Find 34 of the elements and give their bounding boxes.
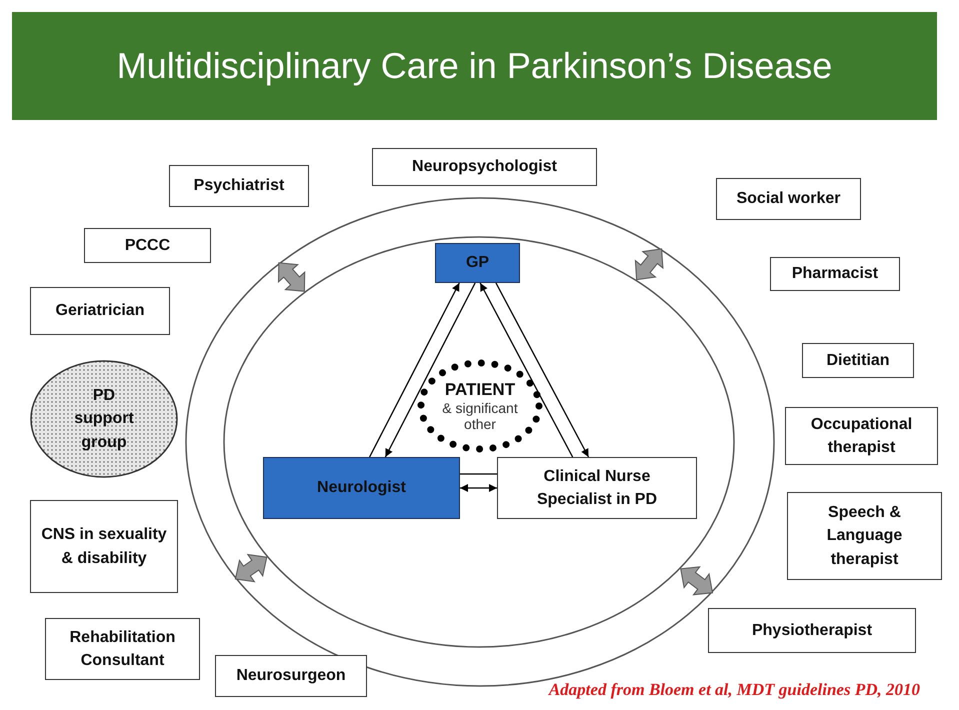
arrow [460, 484, 497, 492]
node-label: PATIENT [444, 380, 516, 400]
node-sublabel: & significant other [441, 400, 519, 432]
role-box: Dietitian [802, 343, 914, 378]
double-arrow [634, 248, 664, 280]
inner-ring-ellipse [223, 236, 735, 648]
role-box: Clinical Nurse Specialist in PD [497, 457, 697, 519]
role-box: Physiotherapist [708, 608, 916, 653]
neurologist-box: Neurologist [263, 457, 460, 519]
role-box: Psychiatrist [169, 165, 309, 207]
role-box: PCCC [84, 228, 211, 263]
title-banner: Multidisciplinary Care in Parkinson’s Disease [12, 12, 937, 120]
double-arrow [278, 262, 306, 292]
node-label: PD support group [73, 386, 135, 453]
support-group-ellipse [30, 360, 178, 478]
role-box: Neuropsychologist [372, 148, 597, 186]
arrow [480, 282, 574, 458]
role-box: Social worker [716, 178, 861, 220]
connector-line [460, 473, 497, 475]
role-box: Pharmacist [770, 257, 900, 291]
arrow [369, 282, 460, 458]
source-note: Adapted from Bloem et al, MDT guidelines PD, 2010 [547, 680, 920, 700]
role-box: Neurosurgeon [215, 655, 367, 697]
role-box: Rehabilitation Consultant [45, 618, 200, 680]
role-box: CNS in sexuality & disability [30, 500, 178, 593]
gp-box: GP [435, 243, 520, 283]
arrow [495, 282, 590, 458]
role-box: Speech & Language therapist [787, 492, 942, 580]
patient-ellipse [416, 358, 544, 454]
role-box: Occupational therapist [785, 407, 938, 465]
role-box: Geriatrician [30, 287, 170, 335]
double-arrow [234, 554, 268, 582]
double-arrow [680, 566, 714, 596]
arrow [384, 282, 476, 458]
